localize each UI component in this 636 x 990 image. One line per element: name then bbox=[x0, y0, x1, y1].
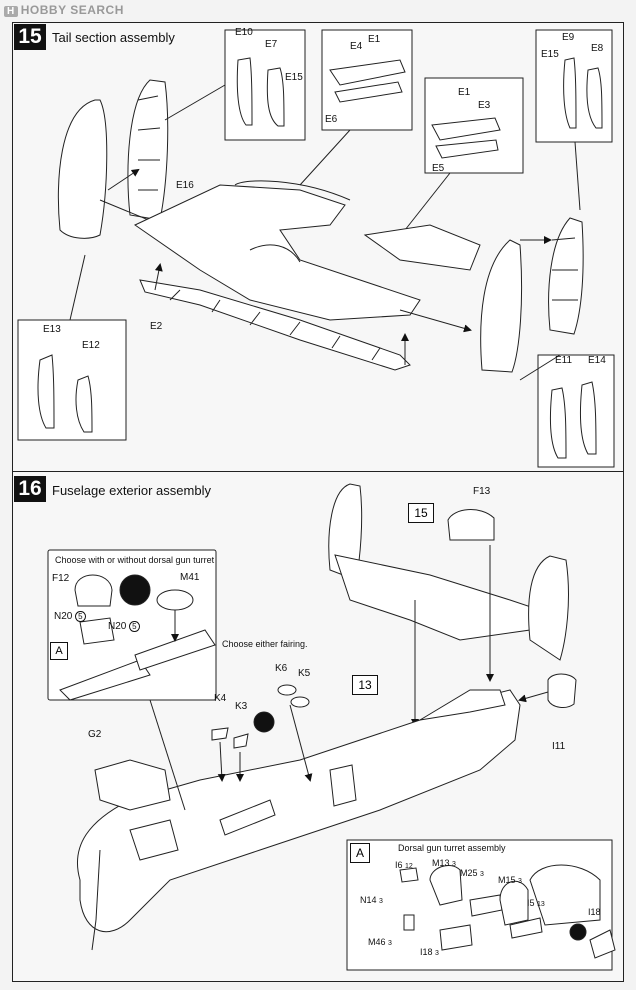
part-e10-label: E10 bbox=[235, 27, 253, 38]
turret-option-caption: Choose with or without dorsal gun turret bbox=[55, 555, 215, 565]
step-15-title: Tail section assembly bbox=[52, 30, 175, 45]
part-f13-label: F13 bbox=[473, 486, 491, 497]
part-e11-label: E11 bbox=[555, 355, 573, 366]
part-e4-label: E4 bbox=[350, 41, 363, 52]
tailplane bbox=[134, 184, 421, 321]
part-k4-label: K4 bbox=[214, 693, 227, 704]
step-divider bbox=[12, 471, 624, 472]
part-e1-label-b: E1 bbox=[458, 87, 471, 98]
fuselage bbox=[76, 689, 521, 933]
part-e16-label: E16 bbox=[176, 180, 194, 191]
tail-fin-right bbox=[528, 555, 569, 661]
subassembly-a-marker: A bbox=[50, 642, 68, 660]
part-e7-label: E7 bbox=[265, 39, 278, 50]
part-e15-label-a: E15 bbox=[285, 72, 303, 83]
watermark-logo: H bbox=[4, 6, 18, 17]
part-i6-label: I6 12 bbox=[395, 860, 413, 871]
part-e15-label-b: E15 bbox=[541, 49, 559, 60]
part-e8-label: E8 bbox=[591, 43, 604, 54]
part-n20-label-b: N20 5 bbox=[108, 621, 140, 632]
right-fin-inner bbox=[548, 217, 584, 335]
part-e6-label: E6 bbox=[325, 114, 338, 125]
part-e2-label: E2 bbox=[150, 321, 163, 332]
part-k6-label: K6 bbox=[275, 663, 288, 674]
part-k3-label: K3 bbox=[235, 701, 248, 712]
fairing-caption: Choose either fairing. bbox=[222, 639, 308, 649]
part-e13-label: E13 bbox=[43, 324, 61, 335]
part-m46-label: M46 3 bbox=[368, 937, 392, 948]
ref-step-13-box: 13 bbox=[352, 675, 378, 695]
part-m13-label: M13 3 bbox=[432, 858, 456, 869]
part-n20-label-a: N20 5 bbox=[54, 611, 86, 622]
dorsal-turret-a-box: A bbox=[350, 843, 370, 863]
part-i18-label-b: I18 3 bbox=[420, 947, 439, 958]
watermark-text: HOBBY SEARCH bbox=[20, 3, 124, 17]
part-i5-label: I5 13 bbox=[527, 898, 545, 909]
part-i11-label: I11 bbox=[552, 741, 566, 752]
step-16-number: 16 bbox=[14, 476, 46, 502]
part-k5-label: K5 bbox=[298, 668, 311, 679]
part-n14-label: N14 3 bbox=[360, 895, 383, 906]
part-m25-label: M25 3 bbox=[460, 868, 484, 879]
part-e14-label: E14 bbox=[588, 355, 606, 366]
part-m15-label: M15 3 bbox=[498, 875, 522, 886]
part-e12-label: E12 bbox=[82, 340, 100, 351]
right-fin-outer bbox=[480, 239, 523, 373]
left-fin-outer bbox=[57, 99, 108, 239]
ref-step-15-box: 15 bbox=[408, 503, 434, 523]
left-fin-inner bbox=[127, 79, 169, 221]
elevator bbox=[139, 279, 411, 371]
part-i18-label-a: I18 bbox=[588, 907, 601, 917]
part-e1-label-a: E1 bbox=[368, 34, 381, 45]
step-16-title: Fuselage exterior assembly bbox=[52, 483, 211, 498]
dorsal-turret-title: Dorsal gun turret assembly bbox=[398, 843, 506, 853]
part-m41-label: M41 bbox=[180, 572, 200, 583]
part-g2-label: G2 bbox=[88, 729, 102, 740]
part-e9-label: E9 bbox=[562, 32, 575, 43]
part-e3-label: E3 bbox=[478, 100, 491, 111]
step-15-number: 15 bbox=[14, 24, 46, 50]
part-e5-label: E5 bbox=[432, 163, 445, 174]
part-f12-label: F12 bbox=[52, 573, 70, 584]
